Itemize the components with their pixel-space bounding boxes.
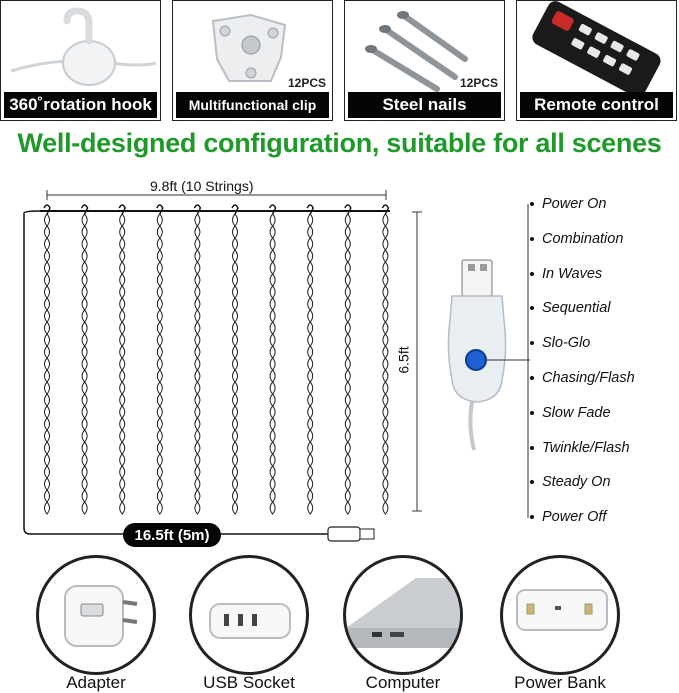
power-source-usb-socket <box>189 555 309 675</box>
string-hook <box>156 204 164 215</box>
lighting-mode-item: Power Off <box>530 509 606 525</box>
light-string <box>307 213 314 515</box>
light-string <box>194 213 201 515</box>
bullet-icon <box>530 341 534 346</box>
power-source-computer <box>343 555 463 675</box>
lighting-mode-label: Slo-Glo <box>542 335 591 352</box>
string-hook <box>231 204 239 215</box>
nails-icon <box>365 11 468 92</box>
accessory-tile-hook: 360˚rotation hook <box>0 0 161 121</box>
lighting-mode-label: Chasing/Flash <box>542 370 635 386</box>
lighting-mode-item: Combination <box>530 231 623 247</box>
accessory-caption: Multifunctional clip <box>176 92 329 118</box>
bullet-icon <box>530 306 534 311</box>
power-bank-icon <box>516 589 608 631</box>
lighting-mode-label: Steady On <box>542 474 611 491</box>
string-hook <box>118 204 126 215</box>
string-hook <box>381 204 390 215</box>
lighting-mode-item: Power On <box>530 196 606 212</box>
accessory-tile-clip: 12PCS Multifunctional clip <box>172 0 333 121</box>
lighting-mode-label: Twinkle/Flash <box>542 439 630 456</box>
lighting-mode-label: Power Off <box>542 509 607 526</box>
power-source-power-bank <box>500 555 620 675</box>
power-source-label: Power Bank <box>514 673 606 692</box>
lighting-mode-item: Steady On <box>530 474 611 490</box>
power-source-label: Adapter <box>66 673 126 692</box>
light-string <box>156 213 163 515</box>
bullet-icon <box>530 515 534 520</box>
remote-icon <box>532 1 661 98</box>
string-hook <box>306 204 314 215</box>
bullet-icon <box>530 271 534 276</box>
lighting-mode-label: Power On <box>542 196 607 212</box>
light-string <box>269 213 276 515</box>
cable-length-badge: 16.5ft (5m) <box>123 523 221 547</box>
hook-icon <box>10 7 157 86</box>
bullet-icon <box>530 236 534 241</box>
light-string <box>382 213 389 515</box>
bullet-icon <box>530 202 534 206</box>
clip-icon <box>211 13 287 82</box>
lighting-mode-label: Sequential <box>542 300 611 317</box>
width-label: 9.8ft (10 Strings) <box>150 178 254 194</box>
lighting-mode-item: Twinkle/Flash <box>530 440 630 456</box>
bullet-icon <box>530 410 534 415</box>
power-source-label: USB Socket <box>203 673 295 692</box>
power-source-label: Computer <box>365 673 441 692</box>
bullet-icon <box>530 445 534 450</box>
computer-icon <box>346 578 460 648</box>
modes-bracket <box>527 204 529 518</box>
power-source-adapter <box>36 555 156 675</box>
clip-quantity: 12PCS <box>287 76 326 90</box>
lighting-mode-item: Slo-Glo <box>530 335 590 351</box>
string-hook <box>80 204 89 215</box>
light-string <box>344 213 351 515</box>
headline: Well-designed configuration, suitable fo… <box>17 128 662 158</box>
bullet-icon <box>530 480 534 485</box>
string-hook <box>43 204 51 215</box>
lighting-mode-label: Combination <box>542 230 624 247</box>
accessory-caption: Remote control <box>520 92 673 118</box>
accessory-caption: Steel nails <box>348 92 501 118</box>
string-hook <box>268 204 277 215</box>
lighting-mode-label: Slow Fade <box>542 404 611 421</box>
lighting-mode-item: Chasing/Flash <box>530 370 635 386</box>
usb-controller-icon <box>447 259 530 451</box>
adapter-icon <box>64 585 138 647</box>
string-hook <box>193 204 202 215</box>
usb-socket-icon <box>209 603 291 639</box>
string-hook <box>344 204 352 215</box>
light-string <box>81 213 88 515</box>
height-label: 6.5ft <box>395 346 412 374</box>
lighting-mode-label: In Waves <box>542 265 603 282</box>
accessory-tile-nails: 12PCS Steel nails <box>344 0 505 121</box>
nails-quantity: 12PCS <box>459 76 498 90</box>
lighting-mode-item: In Waves <box>530 266 602 282</box>
accessory-caption: 360˚rotation hook <box>4 92 157 118</box>
light-string <box>119 213 126 515</box>
lighting-mode-item: Slow Fade <box>530 405 611 421</box>
light-string <box>232 213 238 515</box>
bullet-icon <box>530 376 534 380</box>
lighting-mode-item: Sequential <box>530 300 611 316</box>
accessory-tile-remote: Remote control <box>516 0 677 121</box>
light-string <box>44 213 50 515</box>
